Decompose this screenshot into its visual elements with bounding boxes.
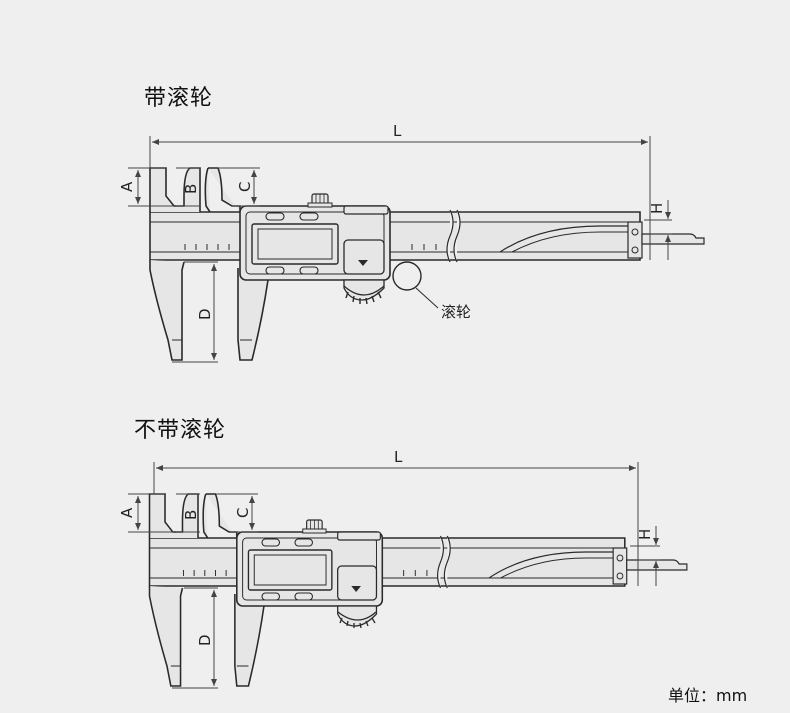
- dim-label-A-bottom: A: [118, 507, 136, 518]
- dim-L-bottom: [153, 462, 639, 586]
- dim-label-B-top: B: [182, 184, 200, 194]
- caliper-without-wheel: L A B C D: [118, 448, 688, 689]
- dim-label-B-bottom: B: [182, 510, 200, 520]
- dim-B-bottom: [176, 493, 200, 533]
- dim-A-top: [128, 167, 174, 207]
- dim-label-L-top: L: [393, 122, 402, 140]
- dim-label-C-bottom: C: [234, 508, 252, 518]
- dim-label-D-bottom: D: [196, 634, 214, 646]
- dim-B-top: [176, 167, 200, 207]
- dim-L-top: [149, 136, 651, 260]
- dim-H-top: [644, 200, 672, 260]
- dim-D-bottom: [172, 587, 218, 689]
- dim-C-top: [218, 167, 260, 207]
- dim-label-C-top: C: [236, 182, 254, 192]
- dim-label-H-bottom: H: [636, 529, 654, 540]
- dim-D-top: [172, 261, 218, 363]
- dim-label-L-bottom: L: [394, 448, 403, 466]
- dim-label-A-top: A: [118, 181, 136, 192]
- dim-label-D-top: D: [196, 308, 214, 320]
- gear-teeth-bottom: [337, 611, 377, 629]
- dim-C-bottom: [216, 493, 258, 533]
- section-title-with-wheel: 带滚轮: [144, 86, 214, 111]
- dim-H-bottom: [630, 526, 660, 586]
- caliper-body-top: [149, 167, 705, 361]
- unit-note: 单位：mm: [668, 686, 748, 705]
- section-title-without-wheel: 不带滚轮: [134, 418, 227, 443]
- dim-label-H-top: H: [648, 203, 666, 214]
- thumb-wheel: [343, 261, 439, 309]
- wheel-callout-label: 滚轮: [441, 303, 471, 321]
- dim-A-bottom: [128, 493, 174, 533]
- caliper-body-bottom: [148, 493, 688, 687]
- caliper-with-wheel: 滚轮 L A B C: [118, 122, 705, 363]
